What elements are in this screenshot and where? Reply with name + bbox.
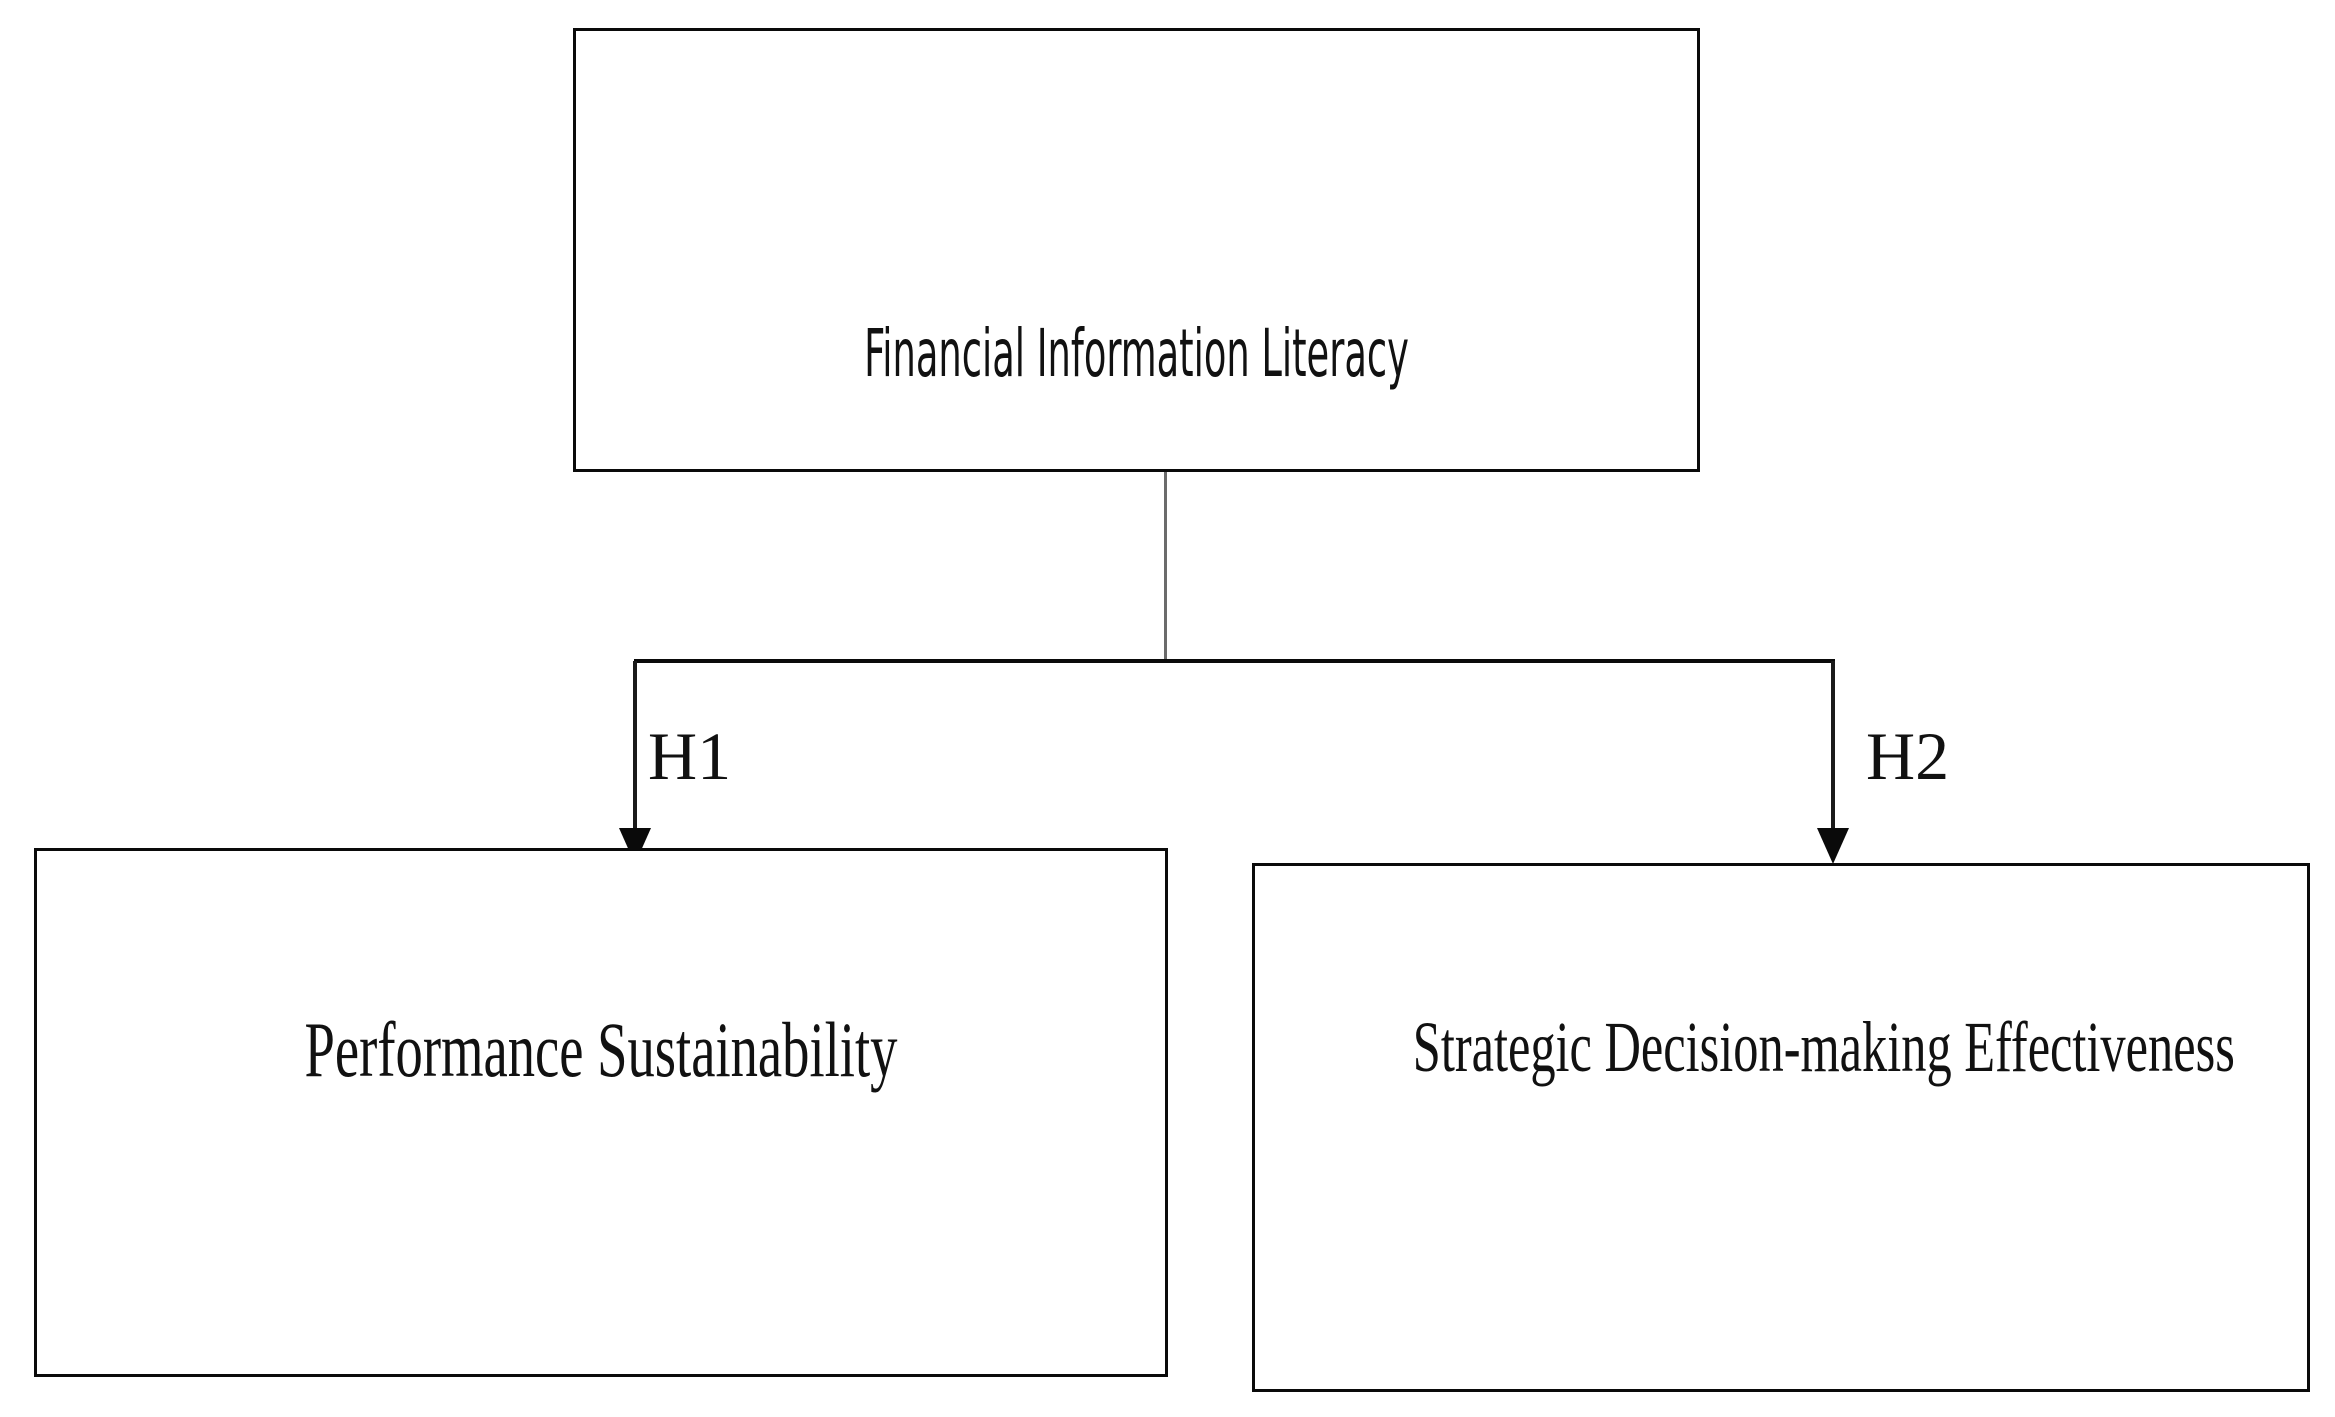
connector-bus-horizontal — [634, 659, 1835, 663]
node-label-performance-sustainability: Performance Sustainability — [304, 1006, 898, 1093]
node-label-strategic-decision-making-effectiveness: Strategic Decision-making Effectiveness — [1412, 1007, 2235, 1087]
node-label-financial-information-literacy: Financial Information Literacy — [864, 315, 1409, 392]
edge-label-h2: H2 — [1866, 718, 1950, 794]
node-financial-information-literacy[interactable]: Financial Information Literacy — [573, 28, 1700, 472]
arrow-shaft-h2 — [1831, 661, 1835, 831]
edge-label-h1: H1 — [648, 718, 732, 794]
node-performance-sustainability[interactable]: Performance Sustainability — [34, 848, 1168, 1377]
arrow-shaft-h1 — [633, 661, 637, 831]
connector-stem-vertical — [1164, 472, 1167, 662]
arrow-head-h2 — [1817, 828, 1849, 864]
node-strategic-decision-making-effectiveness[interactable]: Strategic Decision-making Effectiveness — [1252, 863, 2310, 1392]
